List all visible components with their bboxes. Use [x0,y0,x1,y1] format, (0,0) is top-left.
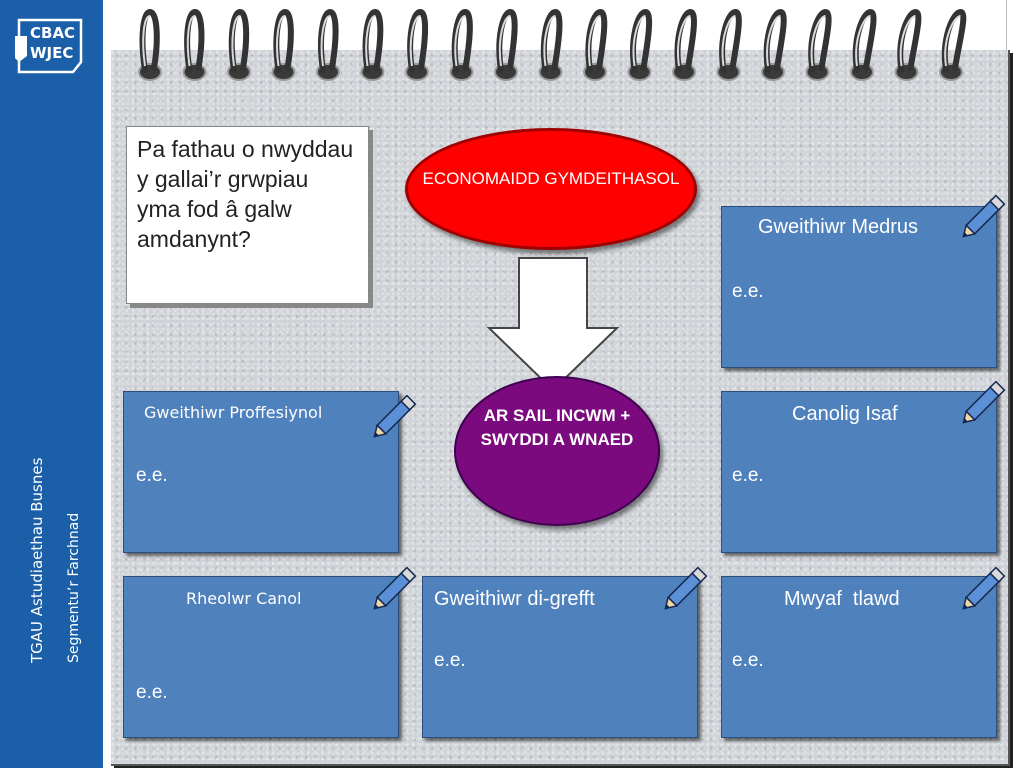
income-jobs-label: AR SAIL INCWM + SWYDDI A WNAED [480,406,634,449]
binding-ring [583,8,608,81]
pencil-icon [373,566,417,610]
box-example: e.e. [136,682,168,703]
box-example: e.e. [732,650,764,671]
box-title: Rheolwr Canol [186,589,302,608]
down-arrow-icon [486,257,620,392]
box-title: Gweithiwr Medrus [758,216,919,238]
course-title: TGAU Astudiaethau Busnes [28,457,46,663]
socioeconomic-label: ECONOMAIDD GYMDEITHASOL [422,169,680,188]
pencil-icon [962,566,1006,610]
topic-title: Segmentu’r Farchnad [66,512,82,663]
pencil-icon [373,394,417,438]
binding-ring [939,8,967,81]
binding-ring [405,8,429,81]
binding-ring [271,8,296,81]
binding-ring [538,8,563,81]
socioeconomic-ellipse [405,128,697,250]
binding-ring [360,8,385,81]
pencil-icon [664,566,708,610]
box-skilled-worker: Gweithiwr Medrus e.e. [721,206,997,368]
binding-ring [672,8,697,81]
pencil-icon [962,380,1006,424]
box-example: e.e. [136,465,168,486]
sidebar: CBAC WJEC TGAU Astudiaethau Busnes Segme… [0,0,103,768]
binding-ring [850,8,877,81]
binding-ring [182,8,207,81]
box-professional-worker: Gweithiwr Proffesiynol e.e. [123,391,399,553]
logo-line-2: WJEC [30,44,74,62]
pencil-icon [962,194,1006,238]
box-example: e.e. [732,281,764,302]
question-text: Pa fathau o nwyddau y gallai’r grwpiau y… [137,136,354,252]
box-title: Canolig Isaf [792,403,898,425]
logo-line-1: CBAC [30,24,76,42]
box-title: Gweithiwr di-grefft [434,588,595,610]
binding-ring [449,8,474,81]
box-middle-manager: Rheolwr Canol e.e. [123,576,399,738]
binding-ring [627,8,653,81]
box-example: e.e. [434,650,466,671]
binding-ring [805,8,832,81]
binding-ring [716,8,742,81]
binding-ring [494,8,518,81]
binding-ring [761,8,787,81]
box-title: Mwyaf tlawd [784,588,900,610]
binding-ring [138,8,162,81]
box-example: e.e. [732,465,764,486]
spiral-binding-icon [138,8,967,81]
binding-ring [894,8,922,81]
binding-ring [316,8,340,81]
box-lower-middle: Canolig Isaf e.e. [721,391,997,553]
income-jobs-ellipse [454,376,660,526]
cbac-wjec-logo [15,18,83,74]
binding-ring [227,8,251,81]
box-unskilled-worker: Gweithiwr di-grefft e.e. [422,576,698,738]
box-title: Gweithiwr Proffesiynol [144,403,323,422]
question-note: Pa fathau o nwyddau y gallai’r grwpiau y… [126,126,369,304]
box-poorest: Mwyaf tlawd e.e. [721,576,997,738]
